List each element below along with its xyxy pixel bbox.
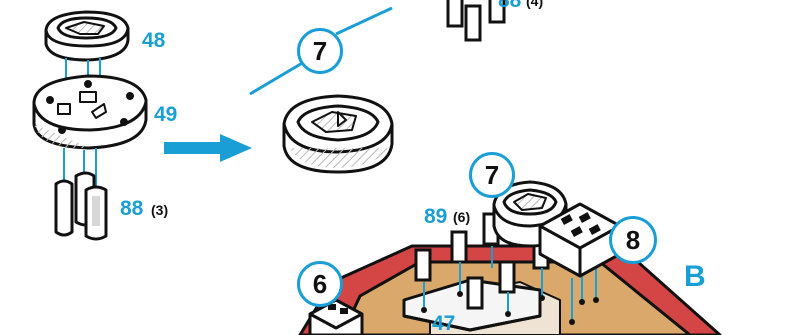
- part-quantity-top: (4): [526, 0, 543, 8]
- part-number-49: 49: [154, 104, 177, 125]
- subassembly-letter: B: [684, 262, 706, 292]
- step-badge-8: 8: [609, 216, 657, 264]
- part-quantity-88: (3): [151, 203, 168, 217]
- step-badge-7: 7: [469, 152, 515, 198]
- part-49-disc: [34, 76, 146, 148]
- part-88-pegs: [56, 173, 106, 239]
- assembly-arrow: [164, 134, 252, 162]
- part-number-88: 88: [120, 198, 143, 219]
- step-badge-6: 6: [297, 261, 343, 307]
- part-number-89: 89: [424, 206, 447, 227]
- step-badge-7-top: 7: [297, 28, 343, 74]
- part-48-ring: [46, 12, 128, 60]
- part-number-47: 47: [432, 313, 455, 334]
- top-pegs-88: [448, 0, 504, 40]
- part-quantity-89: (6): [453, 210, 470, 224]
- part-number-top: 88: [498, 0, 521, 11]
- assembled-part-cup: [284, 96, 392, 172]
- part-number-48: 48: [142, 30, 165, 51]
